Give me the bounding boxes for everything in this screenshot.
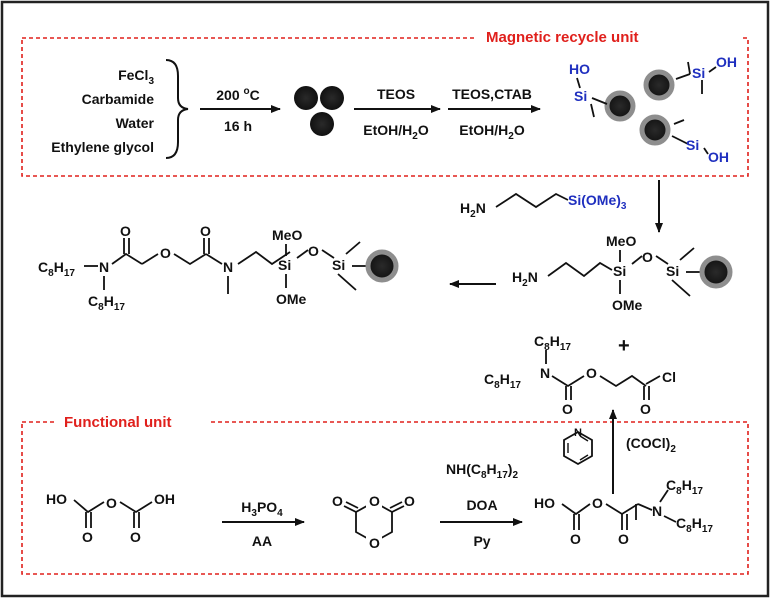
functional-unit-box [21, 421, 749, 575]
amide-acid: HO O O O N C8H17 C8H17 [534, 477, 713, 547]
plus-sign: + [618, 335, 630, 357]
svg-text:O: O [570, 531, 581, 547]
svg-text:N: N [574, 427, 582, 439]
step1-time: 16 h [224, 118, 252, 134]
svg-text:HO: HO [534, 495, 555, 511]
aminosilane-reagent: H2N Si(OMe)3 [460, 192, 627, 220]
diglycolic-anhydride: O O O O [332, 493, 415, 551]
functional-unit-title: Functional unit [64, 414, 171, 431]
svg-text:C8H17: C8H17 [666, 477, 703, 497]
svg-text:O: O [369, 493, 380, 509]
svg-text:N: N [540, 365, 550, 381]
svg-text:OH: OH [716, 54, 737, 70]
svg-text:Si: Si [278, 257, 291, 273]
svg-text:O: O [586, 365, 597, 381]
svg-text:OH: OH [154, 491, 175, 507]
step2-reagent: TEOS [377, 86, 415, 102]
svg-text:O: O [369, 535, 380, 551]
final-product: C8H17 N C8H17 O O O N Si MeO OMe O Si [38, 223, 399, 313]
diglycolic-acid: HO O O O OH [46, 491, 175, 545]
svg-text:O: O [618, 531, 629, 547]
svg-text:Ethylene glycol: Ethylene glycol [51, 139, 154, 155]
svg-text:C8H17: C8H17 [38, 259, 75, 279]
svg-text:OH: OH [708, 149, 729, 165]
silanol-particles: HO Si Si OH Si OH [569, 54, 737, 165]
svg-text:HO: HO [46, 491, 67, 507]
acid-solvent: AA [252, 533, 272, 549]
svg-text:FeCl3: FeCl3 [118, 67, 154, 87]
pyridine-structure: N [563, 427, 593, 466]
svg-text:Carbamide: Carbamide [82, 91, 155, 107]
svg-text:C8H17: C8H17 [676, 515, 713, 535]
acid-chloride: C8H17 N C8H17 O O O Cl [484, 333, 676, 417]
acid-reagent: H3PO4 [241, 499, 283, 519]
aminated-particle: H2N Si MeO OMe O Si [512, 233, 733, 313]
svg-text:O: O [642, 249, 653, 265]
svg-text:N: N [223, 259, 233, 275]
svg-text:Cl: Cl [662, 369, 676, 385]
svg-text:Si: Si [692, 65, 705, 81]
reagent-brace [165, 59, 189, 159]
amine-label: DOA [466, 497, 497, 513]
reagent-list: FeCl3 Carbamide Water Ethylene glycol [51, 67, 154, 155]
svg-text:O: O [562, 401, 573, 417]
svg-text:O: O [404, 493, 415, 509]
svg-text:OMe: OMe [276, 291, 307, 307]
svg-text:H2N: H2N [460, 200, 486, 220]
svg-text:H2N: H2N [512, 269, 538, 289]
svg-text:O: O [160, 245, 171, 261]
svg-text:O: O [200, 223, 211, 239]
magnetic-unit-box [21, 37, 749, 177]
svg-text:O: O [82, 529, 93, 545]
svg-text:O: O [106, 495, 117, 511]
svg-text:Si(OMe)3: Si(OMe)3 [568, 192, 627, 212]
svg-text:O: O [592, 495, 603, 511]
svg-text:N: N [99, 259, 109, 275]
svg-text:O: O [120, 223, 131, 239]
svg-text:Si: Si [686, 137, 699, 153]
svg-text:Si: Si [332, 257, 345, 273]
amine-reagent: NH(C8H17)2 [446, 461, 518, 481]
svg-text:OMe: OMe [612, 297, 643, 313]
svg-text:O: O [308, 243, 319, 259]
svg-text:N: N [652, 503, 662, 519]
step3-solvent: EtOH/H2O [459, 122, 525, 142]
svg-text:Si: Si [666, 263, 679, 279]
svg-text:O: O [130, 529, 141, 545]
svg-text:O: O [332, 493, 343, 509]
svg-text:O: O [640, 401, 651, 417]
svg-text:C8H17: C8H17 [534, 333, 571, 353]
svg-text:MeO: MeO [606, 233, 636, 249]
fe3o4-particles [294, 86, 344, 136]
svg-text:Water: Water [116, 115, 155, 131]
base-label: Py [473, 533, 490, 549]
oxalyl-chloride: (COCl)2 [626, 435, 676, 455]
step3-reagent: TEOS,CTAB [452, 86, 532, 102]
svg-text:Si: Si [574, 88, 587, 104]
svg-text:MeO: MeO [272, 227, 302, 243]
svg-text:Si: Si [613, 263, 626, 279]
svg-text:C8H17: C8H17 [484, 371, 521, 391]
magnetic-unit-title: Magnetic recycle unit [486, 29, 639, 46]
svg-text:C8H17: C8H17 [88, 293, 125, 313]
step1-temperature: 200 oC [216, 86, 259, 103]
svg-text:HO: HO [569, 61, 590, 77]
step2-solvent: EtOH/H2O [363, 122, 429, 142]
